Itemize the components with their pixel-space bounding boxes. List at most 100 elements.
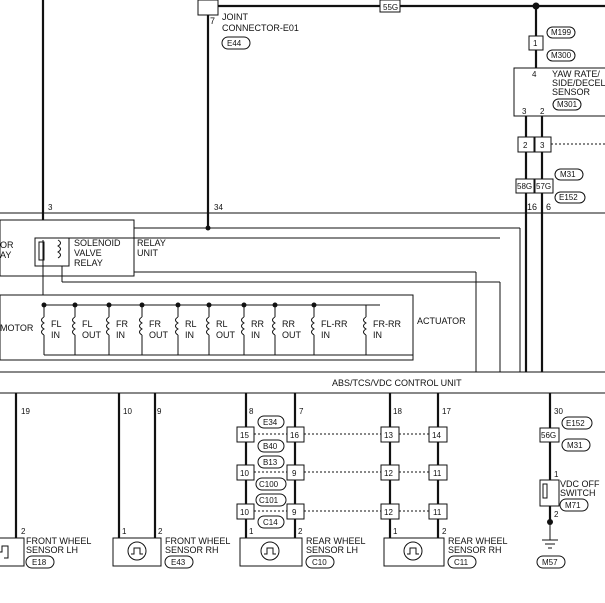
vdc-conn-m71: M71 xyxy=(565,501,581,510)
frh-sensor-box xyxy=(112,537,162,567)
yaw-unit-pin-left: 16 xyxy=(527,202,537,212)
yaw-color-left-box xyxy=(515,178,535,194)
rrh-pin-2: 2 xyxy=(442,527,447,536)
rrh-sensor-box xyxy=(383,537,445,567)
rlh-conn-c100: C100 xyxy=(259,480,279,489)
flh-conn: E18 xyxy=(32,558,47,567)
yaw-pin-box xyxy=(528,35,544,51)
flh-pin-19: 19 xyxy=(21,407,30,416)
valve-rl-out-l1: RL xyxy=(216,319,228,329)
flh-conn-pill xyxy=(25,555,55,569)
yaw-label-1: YAW RATE/ xyxy=(552,69,600,79)
vdc-pin-30: 30 xyxy=(554,407,563,416)
valve-fl-out-l1: FL xyxy=(82,319,93,329)
joint-connector-label-2: CONNECTOR-E01 xyxy=(222,23,299,33)
rlh-label-1: REAR WHEEL xyxy=(306,536,366,546)
valve-fr-out-icon xyxy=(139,316,143,336)
joint-connector-pin: 7 xyxy=(210,16,215,26)
motor-relay-partial-1: OR xyxy=(0,240,14,250)
vdc-ground-conn-pill xyxy=(536,555,566,569)
valve-fl-rr-in-l1: FL-RR xyxy=(321,319,348,329)
rrh-pin-13: 13 xyxy=(384,431,393,440)
valve-rl-in-l2: IN xyxy=(185,330,194,340)
vdc-pin-1: 1 xyxy=(554,470,559,479)
rlh-sensor-box xyxy=(239,537,303,567)
vdc-conn-e152-pill xyxy=(561,416,593,430)
yaw-unit-pin-right: 6 xyxy=(546,202,551,212)
motor-relay-partial-2: AY xyxy=(0,250,11,260)
valve-fr-in-l2: IN xyxy=(116,330,125,340)
yaw-conn-c: M301 xyxy=(557,100,578,109)
rrh-pin-14: 14 xyxy=(432,431,441,440)
valve-rr-in-icon xyxy=(241,316,245,336)
relay-pin-34: 34 xyxy=(214,203,223,212)
rrh-conn-pill xyxy=(447,555,477,569)
yaw-conn-e152: E152 xyxy=(559,193,578,202)
valve-fl-in-icon xyxy=(41,316,45,336)
valve-rl-in-l1: RL xyxy=(185,319,197,329)
yaw-pin-4: 4 xyxy=(532,70,537,79)
rlh-conn-c14-pill xyxy=(257,515,285,529)
valve-fl-in-l1: FL xyxy=(51,319,62,329)
vdc-conn-m31-pill xyxy=(561,438,591,452)
relay-unit: 3 34 OR AY SOLENOID VALVE RELAY RELAY UN… xyxy=(0,203,521,372)
vdc-conn-e152: E152 xyxy=(566,419,585,428)
vdc-pin-2: 2 xyxy=(554,510,559,519)
rear-wheel-sensor-rh: 18 17 13 14 12 11 12 11 1 2 REAR WHEEL S… xyxy=(304,393,508,569)
actuator-label: ACTUATOR xyxy=(417,316,466,326)
valve-rr-out-icon xyxy=(272,316,276,336)
valve-fr-out-l1: FR xyxy=(149,319,161,329)
vdc-ground-conn: M57 xyxy=(542,558,558,567)
valve-fr-rr-in-icon xyxy=(363,316,367,336)
frh-label-2: SENSOR RH xyxy=(165,545,219,555)
yaw-label-2: SIDE/DECEL xyxy=(552,78,605,88)
valve-fl-out-icon xyxy=(72,316,76,336)
flh-pin-2: 2 xyxy=(21,527,26,536)
valve-fl-in-l2: IN xyxy=(51,330,60,340)
vdc-off-switch: 30 E152 56G M31 1 VDC OFF SWITCH M71 2 M… xyxy=(536,393,600,569)
vdc-color-box xyxy=(539,427,560,443)
frh-pin-9: 9 xyxy=(157,407,162,416)
wire-color-55g: 55G xyxy=(383,3,398,12)
rrh-pin-12a: 12 xyxy=(384,469,393,478)
frh-conn-pill xyxy=(164,555,194,569)
joint-connector-code-pill xyxy=(221,36,251,50)
yaw-pin-2: 2 xyxy=(540,107,545,116)
yaw-label-3: SENSOR xyxy=(552,87,591,97)
valve-fl-rr-in-l2: IN xyxy=(321,330,330,340)
yaw-conn-a: M199 xyxy=(551,28,572,37)
rlh-pin-16: 16 xyxy=(290,431,299,440)
solenoid-label-2: VALVE xyxy=(74,248,102,258)
relay-unit-label-2: UNIT xyxy=(137,248,158,258)
joint-connector-box xyxy=(197,0,219,16)
rrh-sensor-icon xyxy=(403,541,423,561)
front-wheel-sensor-rh: 10 9 1 2 FRONT WHEEL SENSOR RH E43 xyxy=(112,393,230,569)
frh-conn: E43 xyxy=(171,558,186,567)
frh-pin-1: 1 xyxy=(122,527,127,536)
yaw-conn-b-pill xyxy=(546,49,576,62)
rrh-pin-18: 18 xyxy=(393,407,402,416)
solenoid-label-1: SOLENOID xyxy=(74,238,121,248)
rlh-pin-9a: 9 xyxy=(292,469,297,478)
rlh-conn-b40-pill xyxy=(257,439,285,453)
rlh-pin-10b: 10 xyxy=(240,508,249,517)
rlh-pin-9b: 9 xyxy=(292,508,297,517)
valve-fr-out-l2: OUT xyxy=(149,330,169,340)
valve-fr-in-icon xyxy=(106,316,110,336)
vdc-label-1: VDC OFF xyxy=(560,479,600,489)
flh-sensor-box xyxy=(0,537,25,567)
valve-rl-in-icon xyxy=(175,316,179,336)
valve-fl-out-l2: OUT xyxy=(82,330,102,340)
relay-pin-3: 3 xyxy=(48,203,53,212)
rlh-conn-c101: C101 xyxy=(259,496,279,505)
vdc-label-2: SWITCH xyxy=(560,488,596,498)
frh-pin-2: 2 xyxy=(158,527,163,536)
frh-sensor-icon xyxy=(127,541,147,561)
vdc-conn-m71-pill xyxy=(559,498,589,512)
rlh-pin-7: 7 xyxy=(299,407,304,416)
rlh-conn-e34: E34 xyxy=(263,418,278,427)
rrh-pin-11b: 11 xyxy=(433,508,442,517)
rlh-conn: C10 xyxy=(312,558,327,567)
frh-pulse-icon xyxy=(131,547,143,555)
yaw-conn-a-pill xyxy=(546,26,576,39)
